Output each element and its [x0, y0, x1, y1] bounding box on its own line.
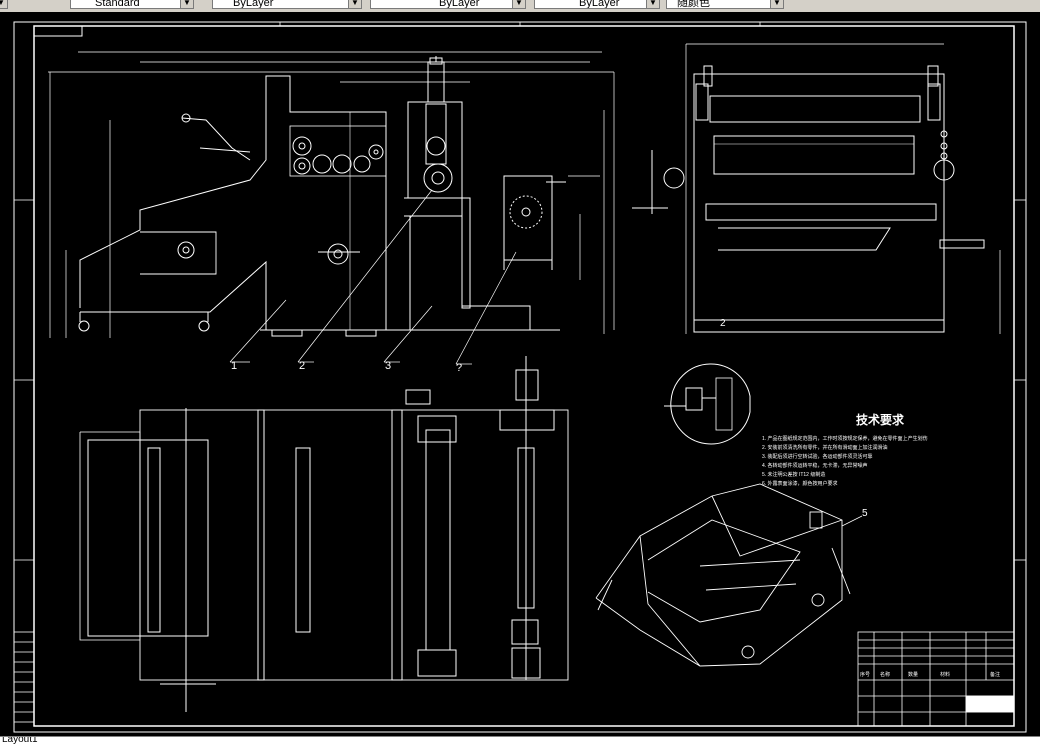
- lineweight-select[interactable]: ByLayer ▼: [534, 0, 660, 9]
- chevron-down-icon: ▼: [0, 0, 7, 8]
- layer-select[interactable]: ByLayer ▼: [212, 0, 362, 9]
- balloon-4: ?: [456, 362, 462, 374]
- balloon-1: 1: [231, 360, 237, 372]
- balloon-5: 5: [862, 508, 868, 519]
- chevron-down-icon: ▼: [770, 0, 783, 8]
- sheet-outer-border: [13, 21, 1027, 733]
- drawing-number-box: [33, 25, 83, 37]
- properties-toolbar: ▼ Standard ▼ ByLayer ▼ ByLayer ▼ ByLayer…: [0, 0, 1040, 13]
- tech-note: 4. 各转动部件须运转平稳，无卡滞，无异常噪声: [762, 462, 868, 469]
- zone-ticks: [14, 22, 1026, 561]
- tech-note: 1. 产品在图纸规定范围内，工作时须按规定保养，避免在零件面上产生划伤: [762, 435, 928, 442]
- title-block-label: 材料: [940, 671, 950, 678]
- drawing-canvas[interactable]: 1 2 3 ? 2: [0, 12, 1040, 736]
- detail-view: [664, 363, 751, 445]
- cad-drawing: 1 2 3 ? 2: [13, 21, 1027, 733]
- tech-requirements-title: 技术要求: [856, 412, 905, 427]
- top-view: [79, 356, 569, 712]
- text-style-value: Standard: [95, 0, 140, 9]
- side-view-balloon: 2: [720, 318, 726, 329]
- tab-layout[interactable]: Layout1: [2, 736, 38, 745]
- front-frame-outline: [79, 75, 387, 331]
- title-block-label: 备注: [990, 671, 1000, 678]
- tech-note: 2. 安装前须清洗所有零件，并在所有滑动面上加注润滑油: [762, 444, 888, 451]
- title-block-label: 名称: [880, 671, 890, 678]
- sheet-inner-border: [33, 25, 1015, 727]
- balloon-2: 2: [299, 360, 305, 372]
- balloon-3: 3: [385, 360, 391, 372]
- toolbar-scroll-stub[interactable]: ▼: [0, 0, 8, 9]
- linetype-value: ByLayer: [439, 0, 480, 9]
- color-select[interactable]: 随颜色 ▼: [666, 0, 784, 9]
- tech-note: 5. 未注明公差按 IT12 级制造: [762, 471, 825, 478]
- chevron-down-icon: ▼: [512, 0, 525, 8]
- text-style-select[interactable]: Standard ▼: [70, 0, 194, 9]
- title-block: [857, 631, 1015, 727]
- tech-notes: 1. 产品在图纸规定范围内，工作时须按规定保养，避免在零件面上产生划伤 2. 安…: [762, 435, 928, 487]
- side-view: [632, 43, 1001, 334]
- title-block-label: 序号: [860, 671, 870, 678]
- title-block-label: 数量: [908, 671, 918, 678]
- chevron-down-icon: ▼: [646, 0, 659, 8]
- revision-table: [13, 631, 35, 723]
- tech-note: 3. 装配后须进行空转试验，各运动部件须灵活可靠: [762, 453, 873, 460]
- lineweight-value: ByLayer: [579, 0, 620, 9]
- linetype-select[interactable]: ByLayer ▼: [370, 0, 526, 9]
- color-value: 随颜色: [677, 0, 710, 9]
- title-block-labels: 序号 名称 数量 材料 备注: [860, 671, 1000, 678]
- front-view-dimensions: [48, 51, 615, 338]
- chevron-down-icon: ▼: [348, 0, 361, 8]
- front-view: [48, 51, 615, 365]
- chevron-down-icon: ▼: [180, 0, 193, 8]
- balloon-leaders: [229, 189, 517, 365]
- isometric-view: [595, 483, 863, 667]
- layout-tab-bar: Layout1: [0, 736, 1040, 745]
- layer-value: ByLayer: [233, 0, 274, 9]
- tech-note: 6. 外露表面涂漆，颜色按用户要求: [762, 480, 838, 487]
